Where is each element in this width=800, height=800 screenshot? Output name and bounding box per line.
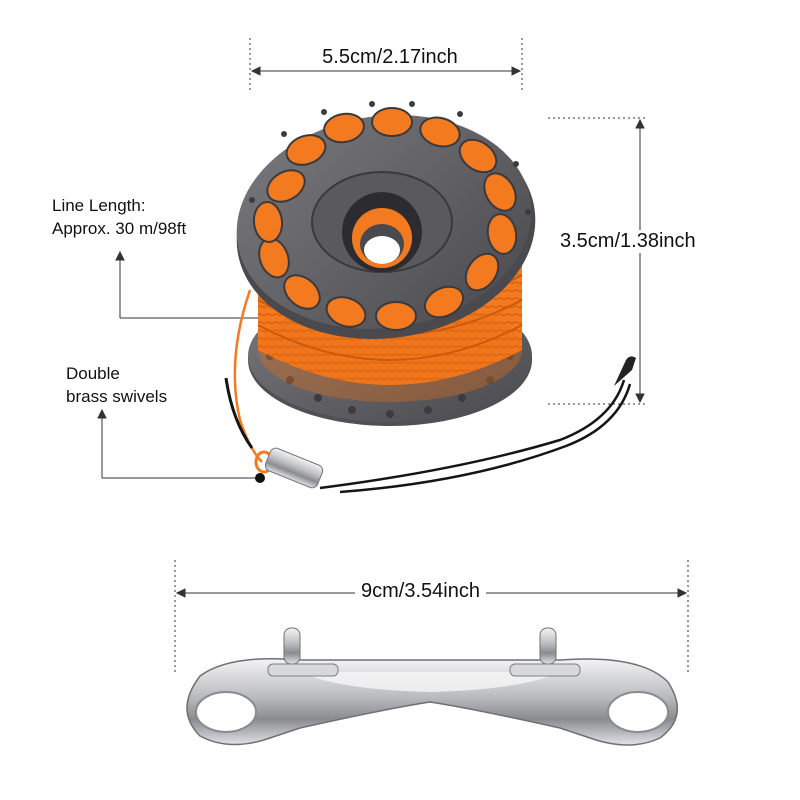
- reel-width-dimension: [249, 38, 523, 90]
- callout-leaders: [97, 250, 272, 479]
- line-length-callout: Line Length: Approx. 30 m/98ft: [52, 194, 186, 240]
- swivel-callout-dot: [255, 473, 265, 483]
- reel-height-dimension: [548, 117, 648, 405]
- line-length-title: Line Length:: [52, 196, 146, 215]
- spool-reel: [236, 101, 536, 426]
- swivels-callout: Double brass swivels: [66, 362, 167, 408]
- reel-width-label: 5.5cm/2.17inch: [300, 46, 480, 69]
- snap-length-dimension: [174, 560, 689, 672]
- front-flange: [236, 101, 536, 339]
- reel-height-label: 3.5cm/1.38inch: [558, 230, 698, 253]
- brass-swivel: [264, 447, 324, 489]
- double-ended-snap-hook: [186, 627, 679, 746]
- swivels-line-2: brass swivels: [66, 387, 168, 406]
- line-length-value: Approx. 30 m/98ft: [52, 219, 187, 238]
- swivels-line-1: Double: [66, 364, 120, 383]
- snap-length-label: 9cm/3.54inch: [355, 580, 486, 603]
- leash-and-swivel: [224, 289, 636, 494]
